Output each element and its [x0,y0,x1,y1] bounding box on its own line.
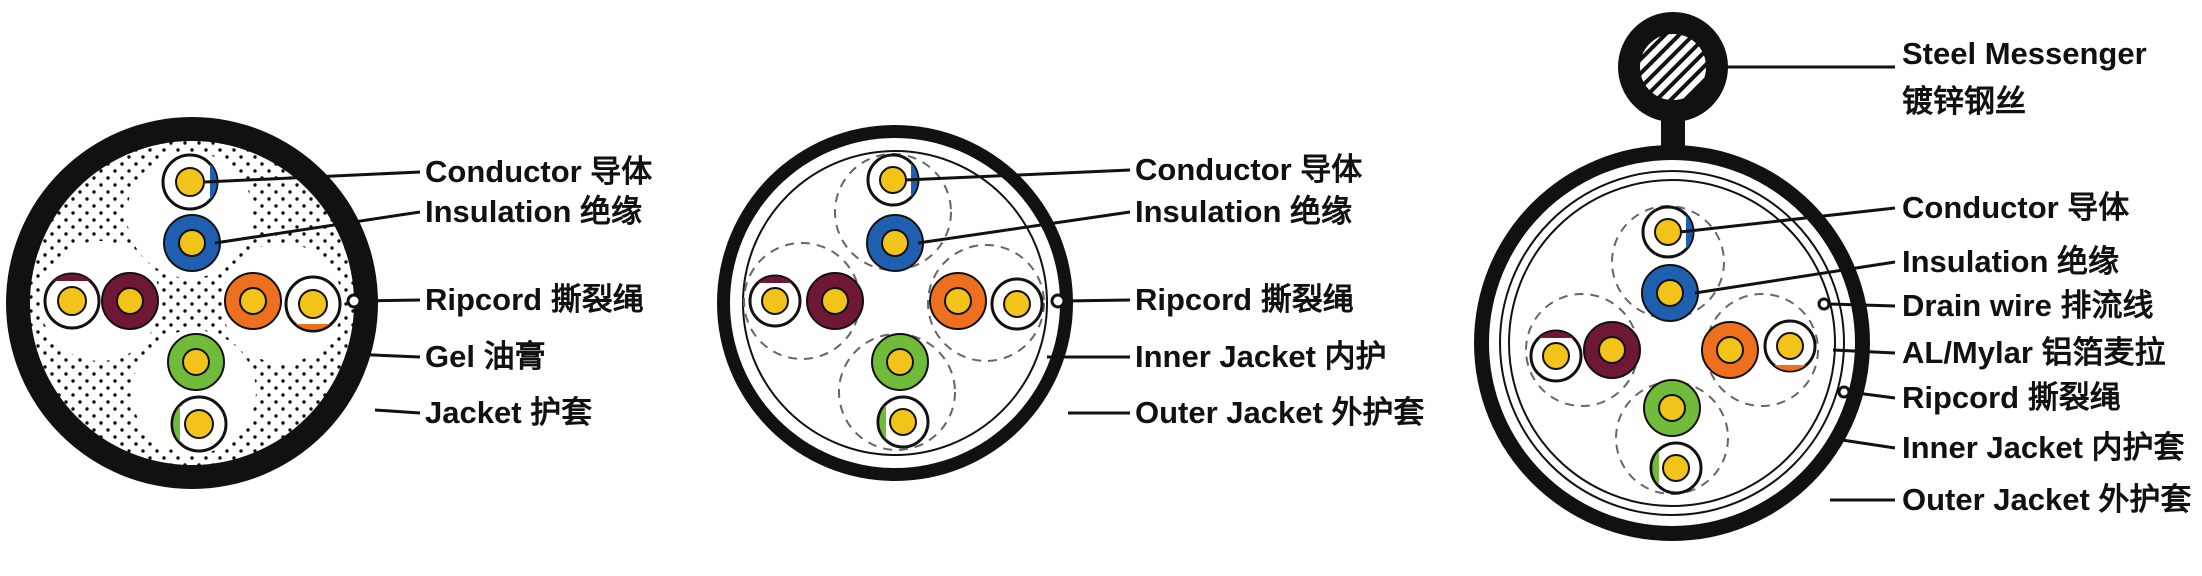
conductor-core [1656,279,1684,307]
conductor-core [944,287,972,315]
brown-stripe [1539,331,1573,338]
label-al-mylar: AL/Mylar 铝箔麦拉 [1902,335,2166,370]
label-ripcord: Ripcord 撕裂绳 [1902,380,2121,415]
conductor-core [1654,218,1682,246]
conductor-core [1662,454,1690,482]
label-steel-messenger: Steel Messenger [1902,36,2147,71]
label-conductor: Conductor 导体 [425,154,652,189]
conductor-core [881,229,909,257]
conductor-core [116,287,144,315]
ripcord [1050,293,1066,309]
green-stripe [173,406,180,442]
conductor-core [1598,336,1626,364]
conductor-core [182,348,210,376]
brown-stripe [54,274,90,281]
ripcord [1837,385,1851,399]
label-inner-jacket: Inner Jacket 内护套 [1902,430,2185,465]
pair-top [1641,205,1699,322]
conductor-core [239,287,267,315]
pair-bottom [1643,379,1703,495]
pair-left [1529,321,1641,383]
label-jacket: Jacket 护套 [425,395,592,430]
conductor-core [175,167,205,197]
conductor-core [1003,290,1031,318]
gel-filling [30,141,354,465]
label-gel: Gel 油膏 [425,339,546,374]
orange-stripe [1774,365,1806,371]
label-insulation: Insulation 绝缘 [425,194,642,229]
pair-right [929,272,1044,331]
drain-wire [1817,297,1831,311]
label-conductor: Conductor 导体 [1135,152,1362,187]
conductor-core [298,289,328,319]
conductor-core [821,287,849,315]
pair-left [748,272,864,330]
steel-messenger-core [1638,32,1708,102]
ripcord [346,293,362,309]
label-steel-messenger-cn: 镀锌钢丝 [1902,84,2026,119]
diagram-2: Conductor 导体 Insulation 绝缘 Ripcord 撕裂绳 I… [717,125,1424,481]
green-stripe [1652,451,1659,485]
conductor-core [184,409,214,439]
label-insulation: Insulation 绝缘 [1902,244,2119,279]
pair-bottom [871,333,930,449]
conductor-core [889,408,917,436]
label-ripcord: Ripcord 撕裂绳 [1135,282,1354,317]
label-ripcord: Ripcord 撕裂绳 [425,282,644,317]
conductor-core [178,229,206,257]
inner-jacket [742,150,1048,456]
label-drain-wire: Drain wire 排流线 [1902,288,2154,323]
conductor-core [886,348,914,376]
pair-top [127,152,253,278]
label-inner-jacket: Inner Jacket 内护 [1135,339,1387,374]
conductor-core [1776,332,1804,360]
pair-right [222,243,342,363]
orange-stripe [296,324,330,331]
label-insulation: Insulation 绝缘 [1135,194,1352,229]
pair-top [866,153,924,272]
brown-stripe [758,276,792,283]
conductor-core [57,286,87,316]
conductor-core [1658,394,1686,422]
conductor-core [761,287,789,315]
label-conductor: Conductor 导体 [1902,190,2129,225]
leader-lines [1679,65,1896,502]
conductor-core [1542,342,1570,370]
conductor-core [879,166,907,194]
pair-right [1701,319,1817,379]
green-stripe [879,405,886,439]
label-outer-jacket: Outer Jacket 外护套 [1135,395,1424,430]
diagram-1: Conductor 导体 Insulation 绝缘 Ripcord 撕裂绳 G… [6,117,652,489]
diagram-3: Steel Messenger 镀锌钢丝 Conductor 导体 Insula… [1474,12,2191,541]
leader-lines [904,168,1131,415]
al-mylar-foil [1508,179,1836,507]
label-outer-jacket: Outer Jacket 外护套 [1902,482,2191,517]
conductor-core [1716,336,1744,364]
pair-left [40,241,160,361]
pair-bottom [132,330,256,454]
leader-lines [204,170,421,415]
